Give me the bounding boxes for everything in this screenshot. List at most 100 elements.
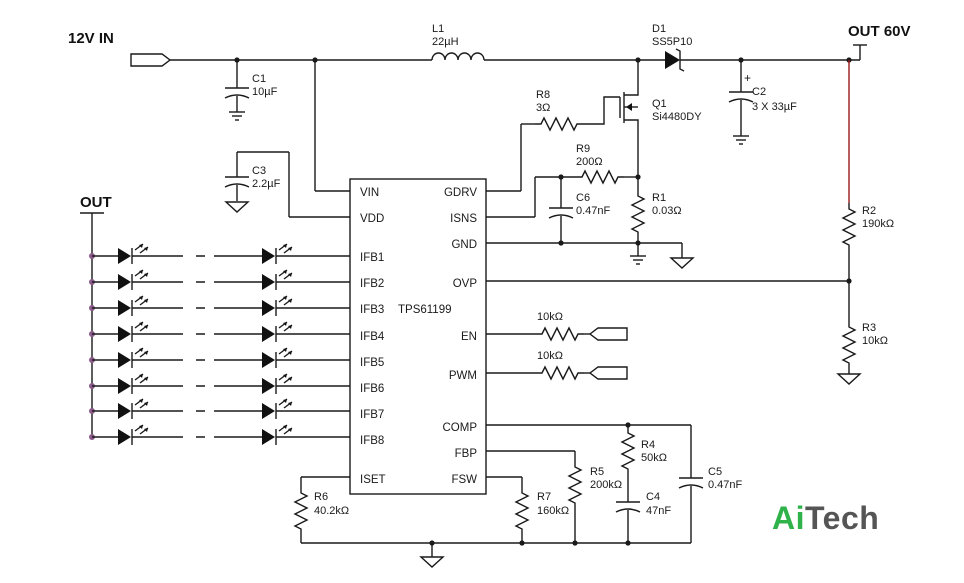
- ground-r3: [837, 373, 861, 385]
- led-icon: [117, 295, 149, 317]
- c3-value: 2.2µF: [252, 178, 281, 190]
- led-strings: [89, 243, 350, 446]
- pin-iset: ISET: [360, 474, 386, 486]
- resistor-r7: [515, 486, 529, 536]
- r5-value: 200kΩ: [590, 479, 622, 491]
- resistor-en: [535, 327, 585, 341]
- led-icon: [261, 243, 293, 265]
- ic-name: TPS61199: [398, 304, 452, 316]
- r9-ref: R9: [576, 143, 590, 155]
- pin-pwm: PWM: [449, 370, 477, 382]
- r5-ref: R5: [590, 466, 604, 478]
- r3-ref: R3: [862, 322, 876, 334]
- vin-port: [130, 53, 172, 67]
- power-ground: [629, 255, 647, 265]
- r1-ref: R1: [652, 192, 666, 204]
- resistor-r1: [631, 189, 645, 239]
- c6-ref: C6: [576, 192, 590, 204]
- c4-value: 47nF: [646, 505, 671, 517]
- mosfet-q1: [619, 60, 639, 177]
- led-icon: [261, 373, 293, 395]
- d1-ref: D1: [652, 23, 666, 35]
- led-icon: [261, 295, 293, 317]
- led-icon: [117, 243, 149, 265]
- r8-ref: R8: [536, 89, 550, 101]
- r3-value: 10kΩ: [862, 335, 888, 347]
- r1-value: 0.03Ω: [652, 205, 682, 217]
- r4-value: 50kΩ: [641, 452, 667, 464]
- c1-ref: C1: [252, 73, 266, 85]
- c2-value: 3 X 33µF: [752, 101, 797, 113]
- pin-ifb3: IFB3: [360, 304, 384, 316]
- ground-c2: [732, 135, 750, 145]
- led-icon: [117, 373, 149, 395]
- c6-value: 0.47nF: [576, 205, 611, 217]
- r8-value: 3Ω: [536, 102, 550, 114]
- c5-value: 0.47nF: [708, 479, 743, 491]
- ground-c1: [228, 111, 246, 121]
- pin-ifb2: IFB2: [360, 278, 384, 290]
- r-en-value: 10kΩ: [537, 311, 563, 323]
- led-string-5: [89, 347, 350, 369]
- led-icon: [261, 269, 293, 291]
- svg-text:+: +: [744, 71, 751, 85]
- pin-ifb5: IFB5: [360, 357, 384, 369]
- pin-ifb1: IFB1: [360, 252, 384, 264]
- led-icon: [261, 321, 293, 343]
- led-string-4: [89, 321, 350, 343]
- c3-ref: C3: [252, 165, 266, 177]
- r-pwm-value: 10kΩ: [537, 350, 563, 362]
- d1-value: SS5P10: [652, 36, 692, 48]
- c5-ref: C5: [708, 466, 722, 478]
- l1-ref: L1: [432, 23, 444, 35]
- pin-comp: COMP: [443, 422, 478, 434]
- led-string-3: [89, 295, 350, 317]
- led-icon: [117, 321, 149, 343]
- c4-ref: C4: [646, 491, 660, 503]
- led-icon: [117, 424, 149, 446]
- resistor-r2: [842, 202, 856, 252]
- pin-ifb6: IFB6: [360, 383, 384, 395]
- pin-fbp: FBP: [455, 448, 478, 460]
- resistor-r6: [294, 486, 308, 536]
- signal-ground-gnd: [670, 257, 694, 269]
- r6-ref: R6: [314, 491, 328, 503]
- en-input-port: [588, 327, 628, 341]
- pin-vdd: VDD: [360, 213, 384, 225]
- pin-ifb8: IFB8: [360, 435, 384, 447]
- pin-vin: VIN: [360, 187, 379, 199]
- led-string-2: [89, 269, 350, 291]
- led-string-1: [89, 243, 350, 265]
- led-string-6: [89, 373, 350, 395]
- pin-fsw: FSW: [451, 474, 477, 486]
- vin-net-label: 12V IN: [68, 30, 114, 47]
- pin-gdrv: GDRV: [444, 187, 477, 199]
- pin-gnd: GND: [451, 239, 477, 251]
- pwm-input-port: [588, 366, 628, 380]
- pin-ifb7: IFB7: [360, 409, 384, 421]
- q1-value: Si4480DY: [652, 111, 702, 123]
- vout-net-label: OUT 60V: [848, 23, 911, 40]
- pin-ovp: OVP: [453, 278, 478, 290]
- ic-right-pins: GDRV ISNS GND OVP EN PWM COMP FBP FSW: [443, 187, 478, 486]
- ground-c3: [225, 201, 249, 213]
- resistor-r4: [621, 426, 635, 476]
- resistor-r8: [534, 117, 584, 131]
- led-icon: [261, 347, 293, 369]
- resistor-r5: [568, 460, 582, 510]
- led-out-net-label: OUT: [80, 194, 112, 211]
- r2-ref: R2: [862, 205, 876, 217]
- resistor-r9: [575, 170, 625, 184]
- r7-ref: R7: [537, 491, 551, 503]
- r6-value: 40.2kΩ: [314, 505, 349, 517]
- led-icon: [117, 347, 149, 369]
- led-string-8: [89, 424, 350, 446]
- led-string-7: [89, 398, 350, 420]
- r4-ref: R4: [641, 439, 655, 451]
- pin-ifb4: IFB4: [360, 331, 385, 343]
- l1-value: 22µH: [432, 36, 459, 48]
- aitech-logo: AiTech: [772, 500, 880, 536]
- ic-left-pins: VIN VDD IFB1 IFB2 IFB3 IFB4 IFB5 IFB6 IF…: [360, 187, 386, 486]
- led-icon: [117, 398, 149, 420]
